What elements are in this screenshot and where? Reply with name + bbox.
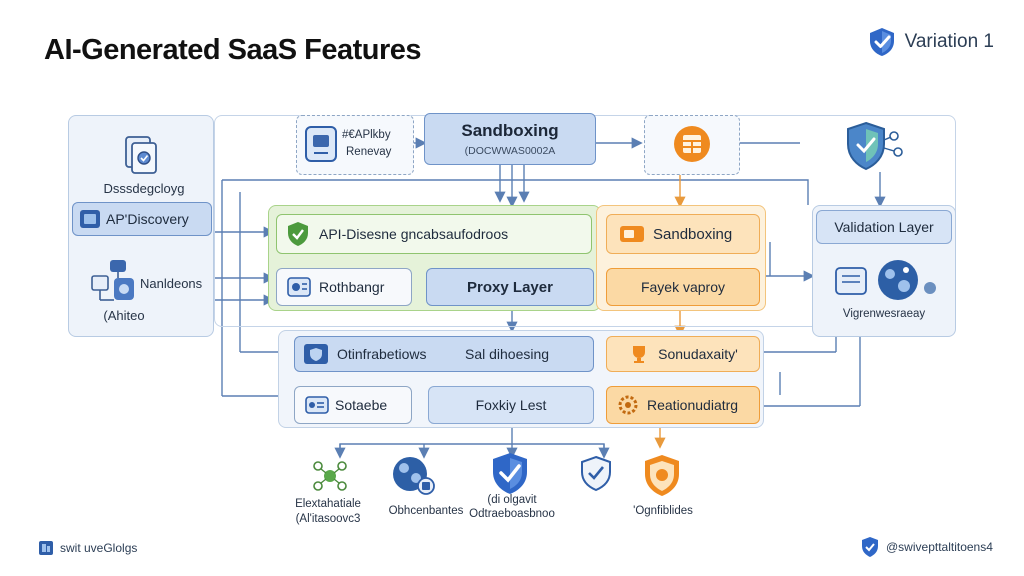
proxy-layer-label: Proxy Layer — [467, 278, 553, 296]
page-title: AI-Generated SaaS Features — [44, 34, 422, 66]
lower-row2-left-label: Sotaebe — [335, 397, 388, 413]
shield-network-icon — [840, 120, 906, 176]
sandboxing-top-box[interactable]: Sandboxing (DOCWWAS0002A — [424, 113, 596, 165]
documents-icon — [120, 133, 164, 177]
lower-row1-box[interactable]: Otinfrabetiows Sal dihoesing — [294, 336, 594, 372]
lower-row2-left-box[interactable]: Sotaebe — [294, 386, 412, 424]
lower-row1-left-label: Otinfrabetiows — [337, 346, 427, 362]
orange-shield-icon — [640, 452, 684, 498]
gateway-icon — [304, 125, 340, 165]
blue-shield-check-icon — [488, 450, 532, 496]
orange-gear-icon — [617, 394, 639, 416]
sandboxing-top-title: Sandboxing — [461, 121, 559, 140]
validation-layer-box[interactable]: Validation Layer — [816, 210, 952, 244]
proxy-layer-box[interactable]: Proxy Layer — [426, 268, 594, 306]
variation-label: Variation 1 — [904, 31, 994, 52]
outline-shield-icon — [578, 454, 614, 492]
rothbangr-box[interactable]: Rothbangr — [276, 268, 412, 306]
lower-row2-right-box[interactable]: Reationudiatrg — [606, 386, 760, 424]
right-panel-caption: Vigrenwesraeay — [842, 308, 926, 320]
gateway-label-2: Renevay — [346, 146, 392, 158]
lower-row1-mid-label: Sal dihoesing — [465, 346, 550, 362]
api-discovery-label: AP'Discovery — [106, 211, 189, 227]
sandboxing-orange-label: Sandboxing — [653, 225, 733, 243]
lower-row2-mid-box[interactable]: Foxkiy Lest — [428, 386, 594, 424]
proxy-orange-box[interactable]: Fayek vaproy — [606, 268, 760, 306]
gear-card-icon — [287, 277, 311, 297]
green-shield-icon — [285, 220, 311, 248]
footer-right: @swivepttaltitoens4 — [860, 536, 993, 558]
validation-layer-label: Validation Layer — [834, 219, 934, 235]
bottom-item3-line1: (di olgavit — [487, 494, 537, 506]
sandboxing-top-sub: (DOCWWAS0002A — [464, 145, 556, 157]
footer-right-text: @swivepttaltitoens4 — [886, 540, 993, 554]
shield-card-icon — [303, 343, 329, 365]
bottom-item1-line1: Elextahatiale — [295, 498, 361, 510]
footer-left: swit uveGlolgs — [38, 540, 137, 556]
gateway-label-1: #€APlkby — [342, 129, 391, 141]
bottom-item3-line2: Odtraeboasbnoo — [469, 508, 555, 520]
proxy-orange-label: Fayek vaproy — [640, 279, 726, 295]
green-header-label: API-Disesne gncabsaufodroos — [319, 226, 509, 242]
validation-devices-icon — [832, 258, 942, 306]
orange-card-icon — [619, 223, 645, 245]
sandboxing-orange-box[interactable]: Sandboxing — [606, 214, 760, 254]
api-discovery-header-box[interactable]: API-Disesne gncabsaufodroos — [276, 214, 592, 254]
lower-row2-right-label: Reationudiatrg — [647, 397, 739, 413]
rothbangr-label: Rothbangr — [319, 279, 385, 295]
left-bottom-label: (Ahiteo — [103, 308, 145, 323]
api-discovery-button[interactable]: AP'Discovery — [72, 202, 212, 236]
lower-row2-mid-label: Foxkiy Lest — [475, 397, 547, 413]
shield-check-icon — [867, 26, 897, 58]
footer-shield-icon — [860, 536, 880, 558]
globe-cluster-icon — [390, 454, 438, 498]
bottom-item2-label: Obhcenbantes — [388, 505, 464, 517]
network-devices-icon — [88, 258, 138, 306]
lower-row1-right-box[interactable]: Sonudaxaity' — [606, 336, 760, 372]
bottom-item1-line2: (Al'itasoovc3 — [295, 513, 361, 525]
footer-left-text: swit uveGlolgs — [60, 541, 138, 555]
orange-grid-icon — [672, 124, 712, 164]
trophy-icon — [628, 343, 650, 365]
left-panel-caption: Dsssdegcloyg — [103, 181, 185, 196]
variation-badge: Variation 1 — [867, 26, 994, 58]
blog-logo-icon — [38, 540, 54, 556]
bottom-item5-label: 'Ognfiblides — [633, 505, 693, 517]
api-icon — [79, 209, 101, 229]
left-side-label: Nanldeons — [140, 276, 203, 291]
network-graph-icon — [312, 458, 348, 494]
lower-row1-right-label: Sonudaxaity' — [658, 346, 738, 362]
server-card-icon — [305, 395, 329, 415]
